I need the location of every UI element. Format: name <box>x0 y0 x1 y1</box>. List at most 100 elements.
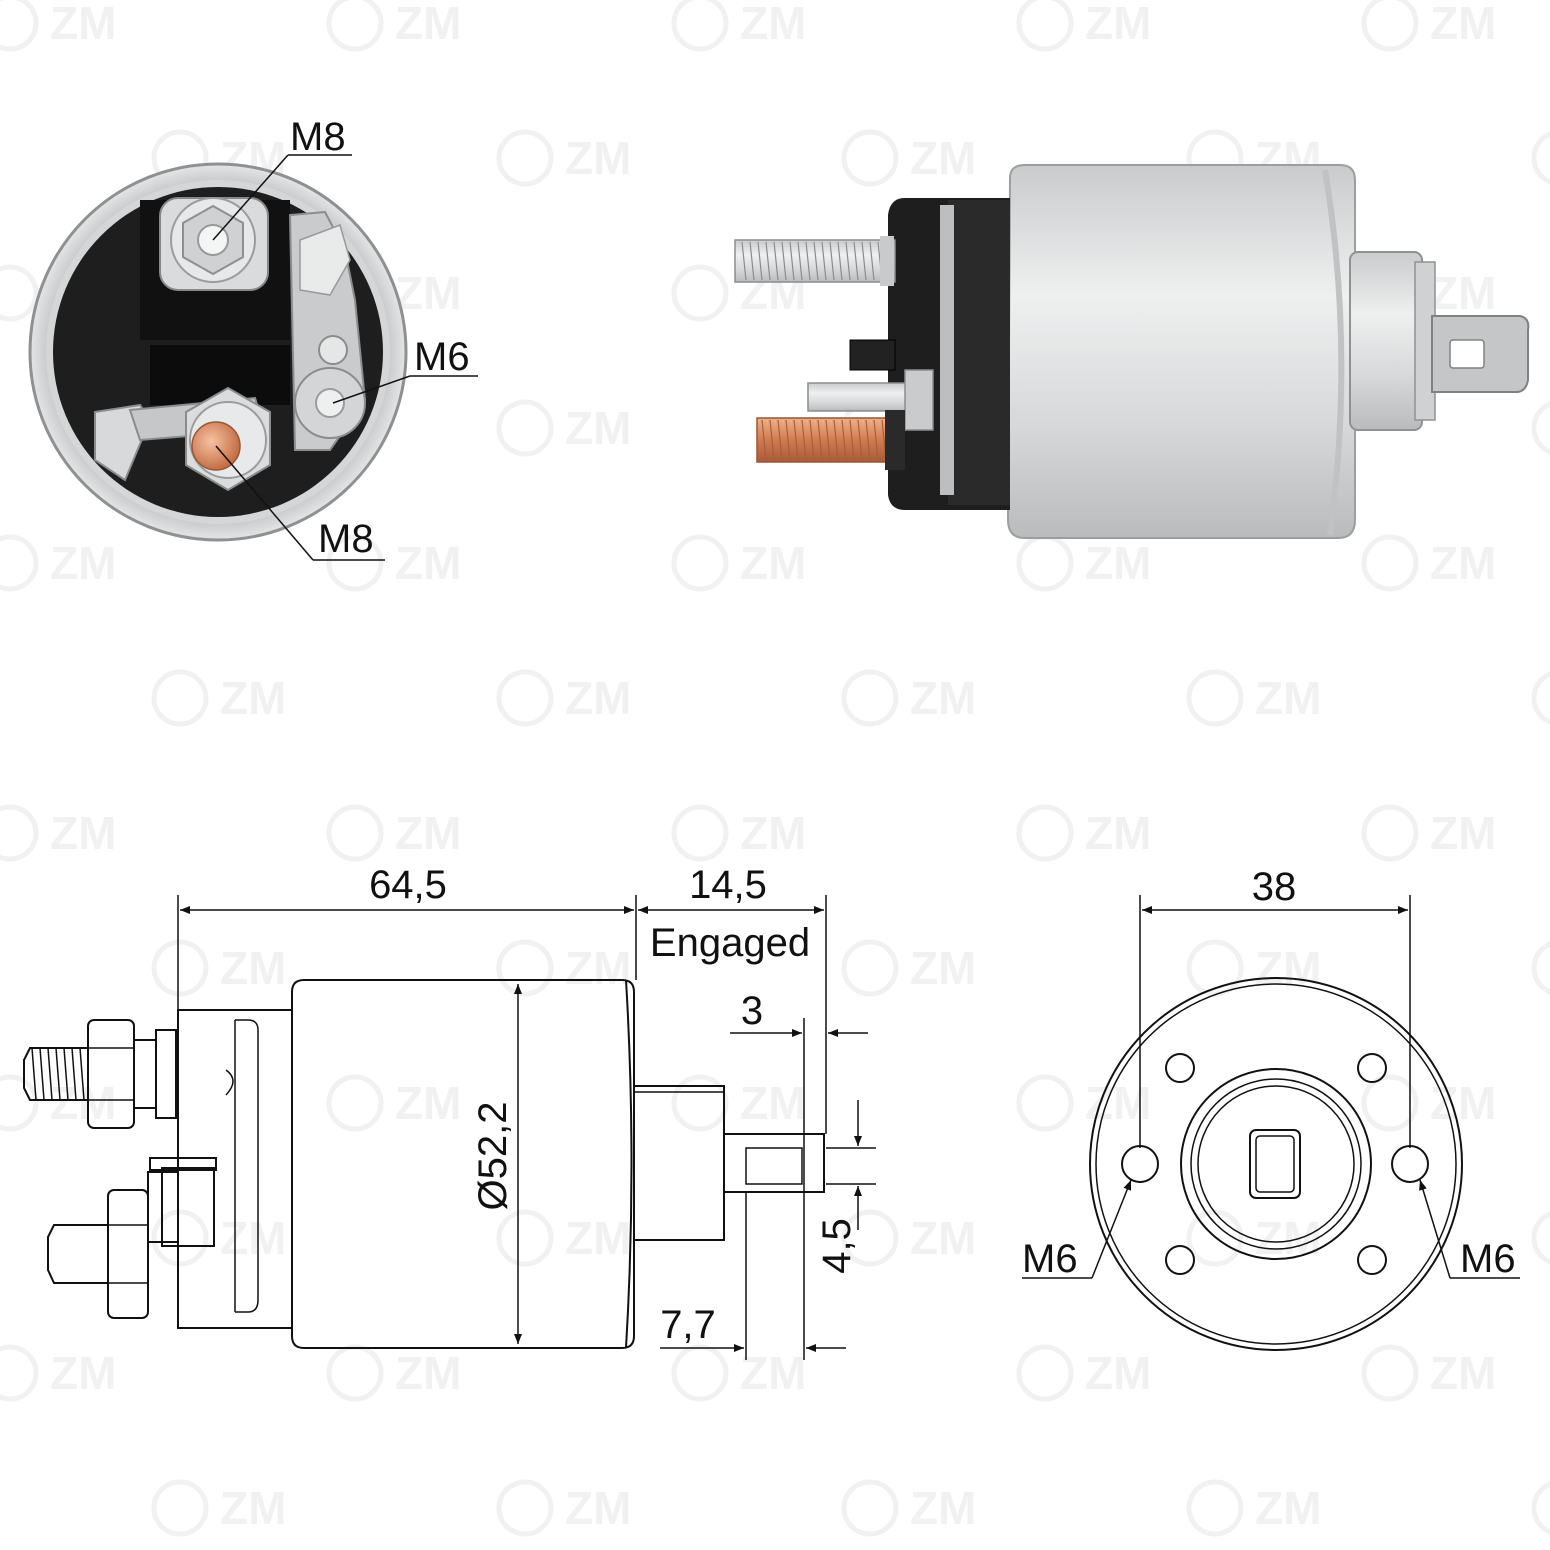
watermark-logo: ZM <box>1361 804 1496 862</box>
watermark-text: ZM <box>565 132 631 184</box>
watermark-logo: ZM <box>0 534 116 592</box>
watermark-text: ZM <box>740 1347 806 1399</box>
watermark-logo: ZM <box>151 939 286 997</box>
tab-outline <box>723 1133 825 1193</box>
watermark-logo: ZM <box>841 669 976 727</box>
dim-tab-length: 7,7 <box>660 1303 716 1347</box>
watermark-logo: ZM <box>151 1479 286 1537</box>
watermark-text: ZM <box>1255 1482 1321 1534</box>
watermark-logo: ZM <box>1531 131 1550 185</box>
watermark-text: ZM <box>395 807 461 859</box>
watermark-text: ZM <box>395 1347 461 1399</box>
watermark-logo: ZM <box>1016 804 1151 862</box>
watermark-text: ZM <box>220 1212 286 1264</box>
watermark-text: ZM <box>565 402 631 454</box>
watermark-logo: ZM <box>1361 534 1496 592</box>
watermark-text: ZM <box>1085 807 1151 859</box>
watermark-logo: ZM <box>1016 0 1151 52</box>
boss-outline <box>633 1085 725 1241</box>
watermark-text: ZM <box>1255 942 1321 994</box>
front-outer-circle <box>1089 977 1463 1351</box>
watermark-logo: ZM <box>841 939 976 997</box>
watermark-logo: ZM <box>841 129 976 187</box>
watermark-logo: ZM <box>326 0 461 52</box>
terminal-m8-top <box>159 197 269 291</box>
watermark-text: ZM <box>740 1077 806 1129</box>
watermark-logo: ZM <box>151 1209 286 1267</box>
body-outline <box>291 979 635 1349</box>
watermark-text: ZM <box>50 537 116 589</box>
watermark-text: ZM <box>740 0 806 49</box>
callout-top-label: M8 <box>290 115 346 159</box>
watermark-text: ZM <box>1085 1347 1151 1399</box>
watermark-text: ZM <box>1430 807 1496 859</box>
watermark-text: ZM <box>1255 1212 1321 1264</box>
stud-m8-copper <box>756 410 905 470</box>
watermark-text: ZM <box>740 537 806 589</box>
watermark-logo: ZM <box>496 1209 631 1267</box>
right-hole-label: M6 <box>1460 1237 1516 1281</box>
watermark-text: ZM <box>910 672 976 724</box>
watermark-logo: ZM <box>1531 941 1550 995</box>
watermark-text: ZM <box>910 132 976 184</box>
watermark-logo: ZM <box>671 1074 806 1132</box>
solenoid-housing <box>1006 164 1356 539</box>
watermark-logo: ZM <box>1186 1479 1321 1537</box>
engaged-note: Engaged <box>650 921 810 965</box>
photo-side-view <box>734 164 1530 539</box>
watermark-text: ZM <box>395 1077 461 1129</box>
watermark-logo: ZM <box>1016 1074 1151 1132</box>
watermark-text: ZM <box>220 672 286 724</box>
watermark-text: ZM <box>1430 537 1496 589</box>
watermark-text: ZM <box>1430 1347 1496 1399</box>
dim-tab-height: 4,5 <box>815 1218 859 1274</box>
watermark-text: ZM <box>565 1482 631 1534</box>
watermark-text: ZM <box>910 1212 976 1264</box>
watermark-text: ZM <box>50 0 116 49</box>
watermark-text: ZM <box>1430 267 1496 319</box>
watermark-logo: ZM <box>1531 401 1550 455</box>
watermark-logo: ZM <box>1531 671 1550 725</box>
terminal-m6 <box>288 210 367 451</box>
left-hole-label: M6 <box>1022 1237 1078 1281</box>
watermark-text: ZM <box>395 0 461 49</box>
watermark-logo: ZM <box>496 399 631 457</box>
watermark-logo: ZM <box>326 804 461 862</box>
watermark-logo: ZM <box>326 1074 461 1132</box>
watermark-logo: ZM <box>671 804 806 862</box>
drawing-front-view: 38 M6 M6 <box>1022 865 1520 1351</box>
stud-m8-top <box>734 236 896 286</box>
terminal-m8-bottom <box>94 386 271 492</box>
watermark-logo: ZM <box>0 1344 116 1402</box>
watermark-logo: ZM <box>496 129 631 187</box>
watermark-text: ZM <box>910 942 976 994</box>
stud-m6 <box>807 369 934 431</box>
watermark-logo: ZM <box>1186 939 1321 997</box>
callout-bottom-label: M8 <box>318 517 374 561</box>
watermark-logo: ZM <box>1361 0 1496 52</box>
watermark-logo: ZM <box>496 669 631 727</box>
watermark-text: ZM <box>50 807 116 859</box>
watermark-text: ZM <box>565 942 631 994</box>
watermark-logo: ZM <box>1016 1344 1151 1402</box>
dim-diameter: Ø52,2 <box>471 1102 515 1211</box>
callout-mid-label: M6 <box>414 335 470 379</box>
front-tab <box>1249 1129 1301 1199</box>
watermark-logo: ZM <box>1531 1481 1550 1535</box>
watermark-text: ZM <box>565 1212 631 1264</box>
watermark-text: ZM <box>1430 1077 1496 1129</box>
front-boss-outer <box>1180 1068 1372 1260</box>
dim-body-length: 64,5 <box>369 863 447 907</box>
photo-end-view: M8 M6 M8 <box>28 115 478 561</box>
watermark-text: ZM <box>395 267 461 319</box>
watermark-text: ZM <box>50 1347 116 1399</box>
watermark-logo: ZM <box>151 669 286 727</box>
drawing-side-view: 64,5 14,5 Engaged 3 Ø52,2 4,5 7,7 <box>23 863 876 1360</box>
watermark-logo: ZM <box>0 804 116 862</box>
watermark-text: ZM <box>1255 672 1321 724</box>
watermark-logo: ZM <box>0 0 116 52</box>
watermark-logo: ZM <box>326 534 461 592</box>
dim-tab-thickness: 3 <box>741 989 763 1033</box>
watermark-text: ZM <box>1085 537 1151 589</box>
